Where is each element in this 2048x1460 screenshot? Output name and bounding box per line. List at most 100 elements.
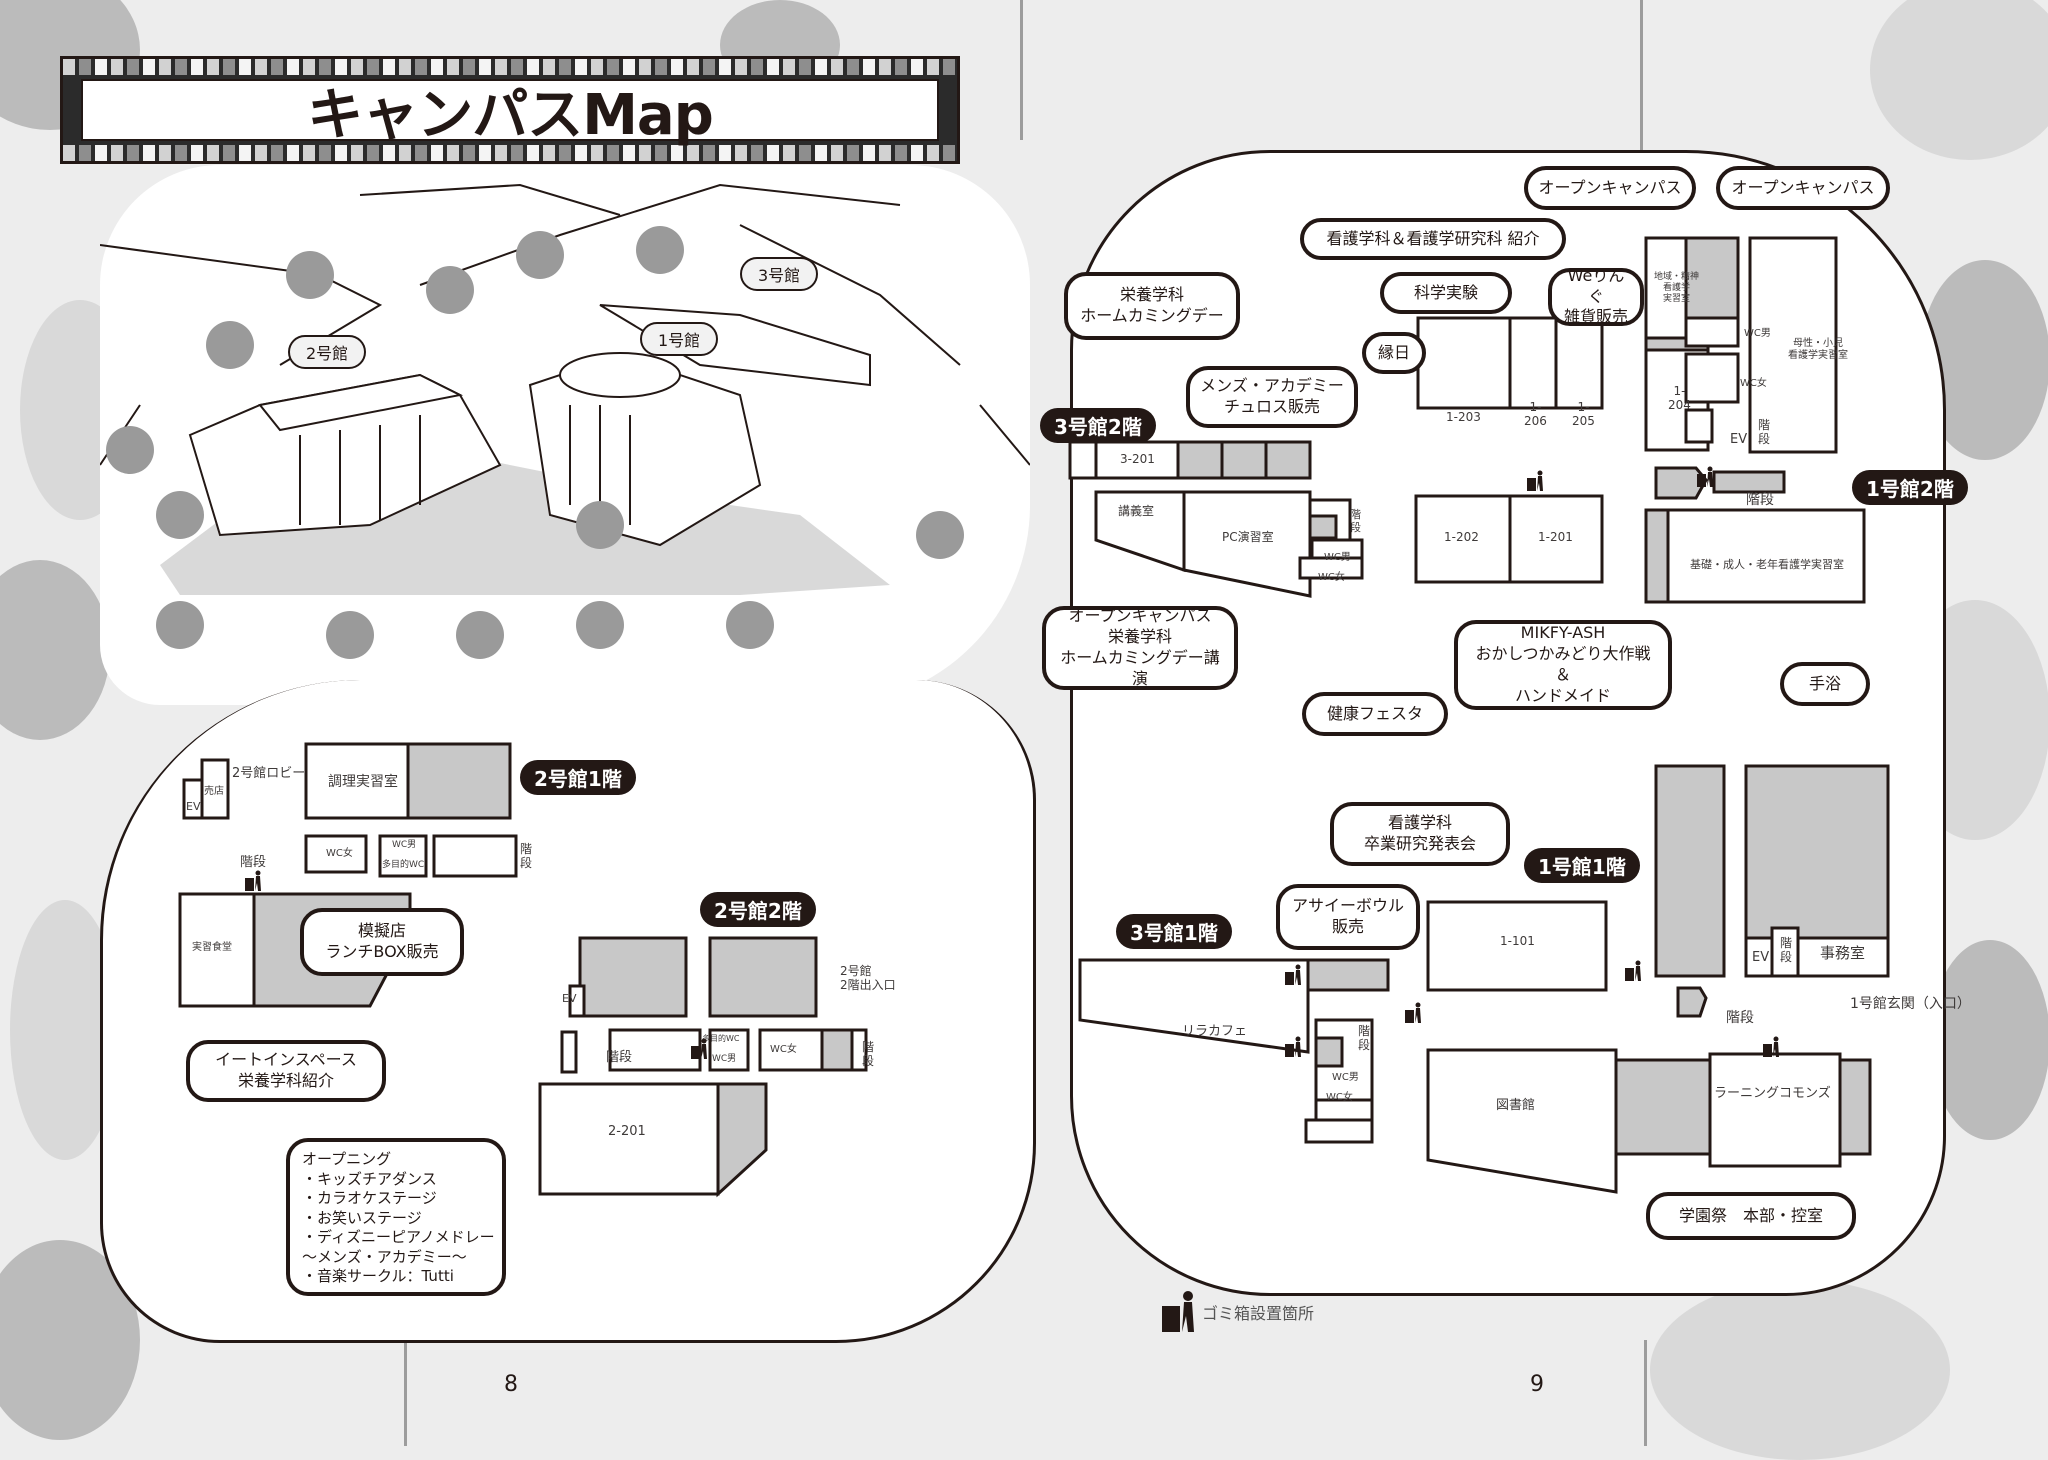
title-banner: キャンパスMap [60,56,960,164]
label-maternal: 母性・小児 看護学実習室 [1788,338,1848,361]
label-cooking-room: 調理実習室 [328,774,398,790]
trash-bin-icon [1527,470,1543,491]
bubble-graduation: 看護学科 卒業研究発表会 [1330,802,1510,866]
label-basic: 基礎・成人・老年看護学実習室 [1690,558,1844,571]
room-wc-m [378,834,428,878]
page-number-left: 8 [504,1372,518,1397]
label-office: 事務室 [1820,944,1866,962]
label-ev: EV [186,800,201,813]
event-item: ・キッズチアダンス [302,1169,437,1188]
building-2-floorplans [178,742,868,1198]
label-stairs-1f1: 階段 [1726,1010,1754,1026]
label-cafe: リラカフェ [1182,1024,1248,1039]
floor-tag-b3f1: 3号館1階 [1116,914,1232,949]
page-number-right: 9 [1530,1372,1544,1397]
room-1-205 [1554,316,1604,410]
trees [106,226,964,659]
label-3-201: 3-201 [1120,452,1155,466]
floor-tag-b1f1: 1号館1階 [1524,848,1640,883]
label-stairs-v-2f: 階 段 [862,1040,875,1069]
label-stairs-v-3f1: 階 段 [1358,1024,1371,1053]
label-lecture: 講義室 [1118,504,1155,518]
label-1-204: 1- 204 [1668,384,1691,413]
label-pc-room: PC演習室 [1222,530,1274,544]
bubble-churros: メンズ・アカデミー チュロス販売 [1186,366,1358,428]
room-wc-f [304,834,368,874]
room-basic [1666,508,1866,604]
room-cafe [1078,958,1310,1054]
aerial-illustration [100,183,1030,659]
label-1-201: 1-201 [1538,530,1573,544]
event-item: ・カラオケステージ [302,1189,437,1207]
room-cafeteria [178,892,256,1008]
label-wc-f-1f2: WC女 [1740,378,1767,389]
bubble-homecoming: 栄養学科 ホームカミングデー [1064,272,1240,340]
bubble-open-campus-2: オープンキャンパス [1716,166,1890,210]
opening-events-bubble: オープニング ・キッズチアダンス ・カラオケステージ ・お笑いステージ ・ディズ… [286,1138,506,1296]
label-ev-1f2: EV [1730,432,1748,447]
label-stairs-3f2: 階 段 [1350,508,1361,535]
label-wc-multi-2f: 多目的WC [702,1034,740,1043]
label-wc-f: WC女 [326,848,353,859]
legend: ゴミ箱設置箇所 [1160,1290,1314,1334]
room-1-206 [1508,316,1558,410]
label-stairs: 階段 [240,855,267,870]
floor-tag-b2f2: 2号館2階 [700,892,816,927]
bubble-we-ringu: Weりんぐ 雑貨販売 [1548,266,1644,326]
floor-tag-b3f2: 3号館2階 [1040,408,1156,443]
bubble-ennichi: 縁日 [1362,332,1426,374]
page-title: キャンパスMap [307,82,714,148]
floor-tag-b1f2: 1号館2階 [1852,470,1968,505]
bubble-health-festa: 健康フェスタ [1302,692,1448,736]
building-2-label: 2号館 [288,335,367,369]
building-1-label: 1号館 [640,322,719,356]
event-item: 〜メンズ・アカデミー〜 [302,1247,467,1266]
label-library: 図書館 [1496,1098,1536,1113]
label-lobby: 2号館ロビー [232,766,306,781]
events-title: オープニング [302,1150,392,1168]
event-item: ・音楽サークル：Tutti [302,1267,454,1285]
label-commons: ラーニングコモンズ [1714,1086,1831,1101]
building-1-drawing [528,352,762,547]
trash-bin-icon [1285,1036,1301,1057]
label-1-203: 1-203 [1446,410,1481,424]
label-stairs-2f: 階段 [606,1050,633,1065]
room-1-201 [1508,494,1604,584]
bubble-lecture-event: オープンキャンパス 栄養学科 ホームカミングデー講演 [1042,606,1238,690]
label-ev-2f: EV [562,992,577,1005]
label-exit: 2号館 2階出入口 [840,964,896,993]
label-cafeteria: 実習食堂 [192,942,232,953]
label-wc-m-1f2: WC男 [1744,328,1771,339]
building-2-drawing [188,373,502,537]
room-1-203 [1416,316,1512,410]
label-1-205: 1- 205 [1572,400,1595,429]
trash-bin-icon [691,1038,707,1059]
room-commons [1708,1052,1842,1168]
trash-bin-icon [1763,1036,1779,1057]
label-1-202: 1-202 [1444,530,1479,544]
trash-bin-icon [1162,1291,1194,1332]
bubble-eat-in: イートインスペース 栄養学科紹介 [186,1040,386,1102]
legend-label: ゴミ箱設置箇所 [1202,1304,1315,1323]
bubble-hq: 学園祭 本部・控室 [1646,1192,1856,1240]
label-wc-m-2f: WC男 [712,1054,737,1064]
trash-bin-icon [1285,964,1301,985]
room-library [1426,1048,1618,1194]
label-wc-m-3f1: WC男 [1332,1072,1359,1083]
trash-bin-icon [1405,1002,1421,1023]
building-3-label: 3号館 [740,257,819,291]
bubble-science: 科学実験 [1380,272,1512,314]
label-ev-1f1: EV [1752,950,1770,965]
room-pc [1182,490,1312,598]
trash-bin-icon [1625,960,1641,981]
label-community: 地域・精神 看護学 実習室 [1654,272,1700,304]
event-item: ・ディズニーピアノメドレー [302,1228,495,1246]
label-1-206: 1- 206 [1524,400,1547,429]
label-2-201: 2-201 [608,1124,646,1139]
label-wc-multi: 多目的WC [382,860,425,870]
room-office [1796,936,1890,978]
trash-bin-icon [245,870,261,891]
label-stairs-v-1f1: 階 段 [1780,936,1793,965]
bubble-nursing-intro: 看護学科＆看護学研究科 紹介 [1300,218,1566,260]
ev-box [182,778,204,820]
